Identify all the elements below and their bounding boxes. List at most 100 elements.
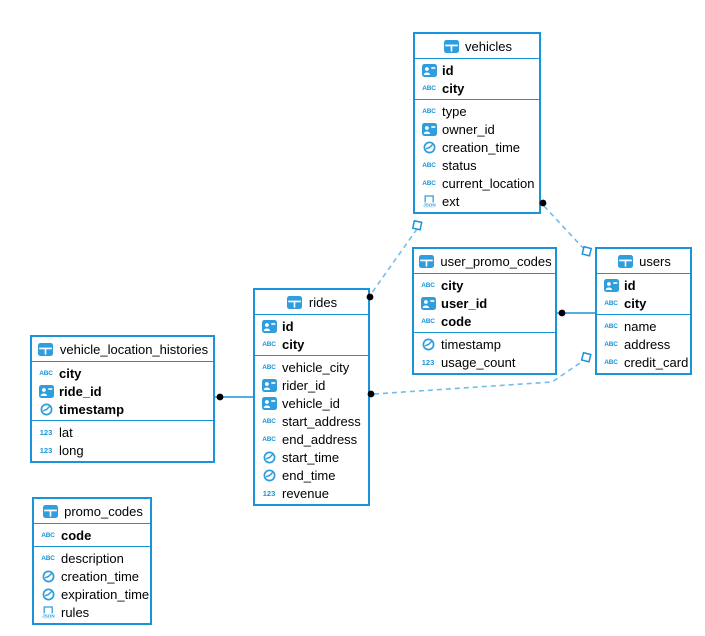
field-label: description [61,550,124,566]
field-label: rules [61,604,90,620]
text-type-icon: ABC [39,369,53,377]
field-label: end_address [282,431,358,447]
text-type-icon: ABC [422,179,436,187]
field-label: start_time [282,449,340,465]
field-row-owner_id[interactable]: owner_id [415,120,539,138]
field-row-timestamp[interactable]: timestamp [32,400,213,418]
table-header-user_promo_codes[interactable]: user_promo_codes [414,249,555,274]
number-icon: 123 [39,427,53,437]
field-row-lat[interactable]: 123 lat [32,423,213,441]
table-icon [442,39,460,53]
table-header-users[interactable]: users [597,249,690,274]
id-badge-icon [602,278,620,292]
number-icon: 123 [421,357,435,367]
field-row-creation_time[interactable]: creation_time [415,138,539,156]
field-label: city [442,80,465,96]
field-label: code [441,313,472,329]
field-label: creation_time [442,139,521,155]
table-header-promo_codes[interactable]: promo_codes [34,499,150,524]
field-label: city [441,277,464,293]
id-badge-icon [420,63,438,77]
field-row-expiration_time[interactable]: expiration_time [34,585,150,603]
field-label: creation_time [61,568,140,584]
field-label: end_time [282,467,336,483]
field-row-rider_id[interactable]: rider_id [255,376,368,394]
field-row-city[interactable]: ABC city [255,335,368,353]
table-header-vehicle_location_histories[interactable]: vehicle_location_histories [32,337,213,362]
text-type-icon: ABC [604,358,618,366]
field-row-ride_id[interactable]: ride_id [32,382,213,400]
field-label: id [442,62,454,78]
time-icon [39,570,57,583]
field-label: city [282,336,305,352]
field-label: lat [59,424,73,440]
field-row-timestamp[interactable]: timestamp [414,335,555,353]
field-row-id[interactable]: id [255,317,368,335]
text-type-icon: ABC [422,107,436,115]
field-label: ride_id [59,383,102,399]
field-label: expiration_time [61,586,150,602]
table-name: users [639,253,671,269]
svg-text:JSON: JSON [423,202,436,207]
field-row-vehicle_id[interactable]: vehicle_id [255,394,368,412]
field-row-creation_time[interactable]: creation_time [34,567,150,585]
field-label: status [442,157,477,173]
table-name: promo_codes [64,503,143,519]
field-row-user_id[interactable]: user_id [414,294,555,312]
id-badge-icon [260,319,278,333]
text-type-icon: ABC [262,340,276,348]
table-icon [41,504,59,518]
table-name: vehicle_location_histories [59,341,209,357]
field-row-end_time[interactable]: end_time [255,466,368,484]
field-row-start_time[interactable]: start_time [255,448,368,466]
field-row-id[interactable]: id [415,61,539,79]
table-header-rides[interactable]: rides [255,290,368,315]
field-row-id[interactable]: id [597,276,690,294]
field-label: code [61,527,92,543]
field-label: timestamp [441,336,501,352]
time-icon [260,451,278,464]
time-icon [39,588,57,601]
table-name: rides [308,294,338,310]
field-label: id [282,318,294,334]
table-header-vehicles[interactable]: vehicles [415,34,539,59]
field-label: vehicle_city [282,359,350,375]
field-label: start_address [282,413,361,429]
field-label: rider_id [282,377,326,393]
